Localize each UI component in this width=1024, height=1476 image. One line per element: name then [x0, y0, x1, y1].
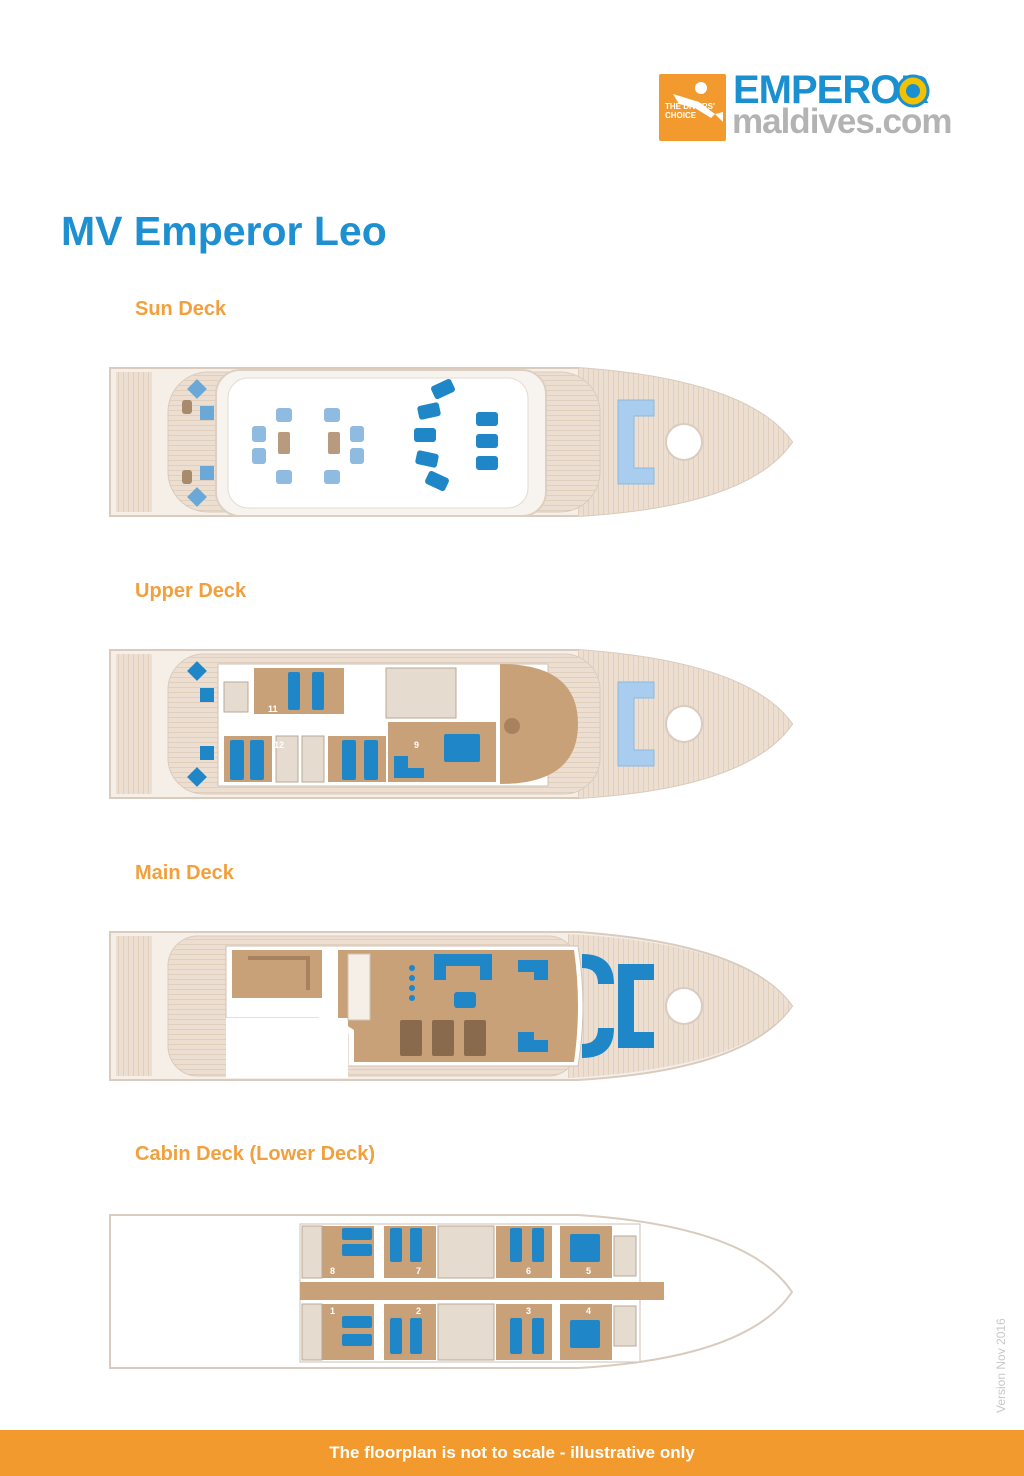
cabin-number-5: 5 [586, 1266, 591, 1276]
wheelhouse [500, 664, 578, 784]
dining-tables [278, 432, 340, 454]
saloon-sofa [434, 954, 548, 1052]
footer-disclaimer: The floorplan is not to scale - illustra… [329, 1443, 695, 1462]
bed [250, 740, 264, 780]
cabin-numbers: 8 7 6 5 1 2 3 4 [330, 1266, 591, 1316]
galley [232, 950, 322, 998]
badge-text: THE DIVERS' CHOICE [665, 102, 715, 120]
cabin-number-11: 11 [268, 704, 278, 714]
emperor-logo: THE DIVERS' CHOICE EMPEROR maldives.com [659, 68, 964, 142]
helm-wheel [504, 718, 520, 734]
bathroom-11 [223, 681, 249, 713]
cabin-number-2: 2 [416, 1306, 421, 1316]
cabin-deck-label: Cabin Deck (Lower Deck) [135, 1143, 376, 1165]
sun-deck-label: Sun Deck [135, 298, 227, 320]
cabin-number-9: 9 [414, 740, 419, 750]
bed [364, 740, 378, 780]
main-deck-label: Main Deck [135, 862, 234, 884]
dive-cylinders [409, 965, 415, 1001]
sun-loungers [414, 378, 498, 492]
stern-deck [116, 936, 152, 1076]
upper-deck-plan: 11 12 10 9 [109, 649, 794, 799]
lounge-chairs [187, 379, 214, 507]
dive-deck-open [226, 1018, 348, 1078]
sun-deck-plan [109, 367, 794, 517]
bow-sofa-bottom [582, 1028, 614, 1058]
diver-icon [673, 82, 723, 122]
main-deck-plan [109, 931, 794, 1081]
cabin-number-7: 7 [416, 1266, 421, 1276]
side-tables [182, 400, 192, 484]
stairs [347, 953, 371, 1021]
bow-seating [617, 399, 655, 485]
bow-hatch [665, 705, 703, 743]
beds-bottom [342, 1316, 600, 1354]
upper-deck-label: Upper Deck [135, 580, 247, 602]
canopy-top [227, 377, 529, 509]
bed [288, 672, 300, 710]
bow-seating [617, 681, 655, 767]
beds-top [342, 1228, 600, 1262]
page-title: MV Emperor Leo [61, 208, 387, 254]
bathroom-10 [301, 735, 325, 783]
version-note: Version Nov 2016 [990, 1300, 1010, 1415]
logo-website: maldives.com [732, 102, 952, 141]
cabin-number-6: 6 [526, 1266, 531, 1276]
corridor [300, 1282, 664, 1300]
stern-deck [116, 372, 152, 512]
dining-tables [400, 1020, 486, 1056]
bed [312, 672, 324, 710]
cabin-number-1: 1 [330, 1306, 335, 1316]
cabin-number-8: 8 [330, 1266, 335, 1276]
bed [230, 740, 244, 780]
version-text: Version Nov 2016 [994, 1318, 1008, 1413]
dining-chairs [252, 408, 364, 484]
sofa [394, 756, 424, 778]
bow-hatch [665, 987, 703, 1025]
diver-badge-icon: THE DIVERS' CHOICE [659, 74, 726, 141]
bow-hatch [665, 423, 703, 461]
galley-counter [248, 956, 310, 990]
cabin-deck-plan: 8 7 6 5 1 2 3 4 [109, 1214, 794, 1369]
cabin-number-3: 3 [526, 1306, 531, 1316]
cabin-number-12: 12 [274, 740, 284, 750]
bathroom-12 [275, 735, 299, 783]
stern-deck [116, 654, 152, 794]
cabin-number-4: 4 [586, 1306, 591, 1316]
bathroom-9 [385, 667, 457, 719]
compass-icon [896, 74, 930, 108]
bed [444, 734, 480, 762]
footer-bar: The floorplan is not to scale - illustra… [0, 1430, 1024, 1476]
bow-sofa-top [582, 954, 614, 984]
bed [342, 740, 356, 780]
bow-seating [618, 964, 654, 1048]
